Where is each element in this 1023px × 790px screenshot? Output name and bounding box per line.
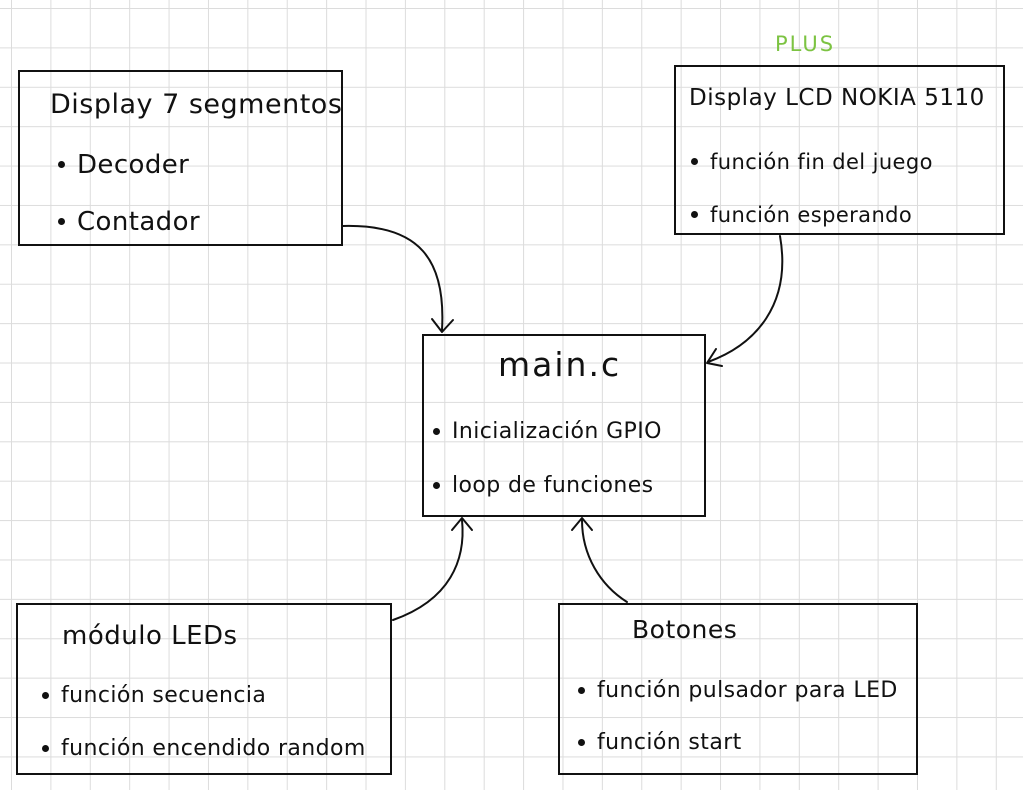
- plus-label: PLUS: [775, 32, 836, 56]
- bullet-dot: [691, 211, 698, 218]
- arrowhead-lcd-to-main: [706, 348, 723, 367]
- bullet-text: función encendido random: [61, 736, 366, 761]
- bullet-dot: [58, 161, 65, 168]
- bullet-dot: [691, 158, 698, 165]
- arrowhead-botones-to-main: [571, 517, 593, 531]
- bullet-text: Decoder: [77, 149, 190, 180]
- list-item: función secuencia: [42, 669, 366, 722]
- bullet-text: función fin del juego: [710, 149, 933, 174]
- bullet-list-botones: función pulsador para LED función start: [578, 664, 898, 768]
- bullet-dot: [42, 692, 49, 699]
- list-item: función encendido random: [42, 722, 366, 775]
- box-title-display-lcd: Display LCD NOKIA 5110: [689, 85, 985, 111]
- bullet-list-display-lcd: función fin del juego función esperando: [691, 135, 933, 241]
- list-item: Inicialización GPIO: [433, 404, 662, 458]
- arrow-lcd-to-main: [707, 235, 784, 363]
- box-display-lcd: Display LCD NOKIA 5110 función fin del j…: [674, 65, 1005, 235]
- arrow-7seg-to-main: [342, 224, 444, 331]
- bullet-text: loop de funciones: [452, 472, 654, 498]
- list-item: función fin del juego: [691, 135, 933, 188]
- list-item: Contador: [58, 193, 200, 250]
- arrow-botones-to-main: [581, 519, 628, 603]
- box-main-c: main.c Inicialización GPIO loop de funci…: [422, 334, 706, 517]
- list-item: función pulsador para LED: [578, 664, 898, 716]
- box-botones: Botones función pulsador para LED funció…: [558, 603, 918, 775]
- arrow-leds-to-main: [392, 519, 464, 621]
- bullet-dot: [578, 738, 585, 746]
- bullet-text: Contador: [77, 206, 200, 237]
- bullet-dot: [58, 218, 65, 225]
- list-item: Decoder: [58, 136, 200, 193]
- bullet-list-main-c: Inicialización GPIO loop de funciones: [433, 404, 662, 512]
- bullet-text: Inicialización GPIO: [452, 418, 662, 444]
- bullet-text: función secuencia: [61, 683, 267, 708]
- box-modulo-leds: módulo LEDs función secuencia función en…: [16, 603, 392, 775]
- bullet-list-modulo-leds: función secuencia función encendido rand…: [42, 669, 366, 775]
- bullet-text: función start: [597, 729, 742, 755]
- arrowhead-leds-to-main: [451, 517, 473, 531]
- box-title-modulo-leds: módulo LEDs: [62, 621, 238, 651]
- box-title-botones: Botones: [632, 615, 738, 644]
- bullet-dot: [433, 427, 440, 435]
- bullet-dot: [578, 686, 585, 694]
- list-item: loop de funciones: [433, 458, 662, 512]
- bullet-list-display-7-segmentos: Decoder Contador: [58, 136, 200, 250]
- bullet-dot: [42, 745, 49, 752]
- bullet-text: función esperando: [710, 202, 913, 227]
- box-display-7-segmentos: Display 7 segmentos Decoder Contador: [18, 70, 343, 246]
- bullet-text: función pulsador para LED: [597, 677, 898, 703]
- box-title-main-c: main.c: [498, 345, 622, 384]
- bullet-dot: [433, 481, 440, 489]
- list-item: función esperando: [691, 188, 933, 241]
- box-title-display-7-segmentos: Display 7 segmentos: [50, 89, 343, 120]
- list-item: función start: [578, 716, 898, 768]
- arrowhead-7seg-to-main: [431, 318, 454, 333]
